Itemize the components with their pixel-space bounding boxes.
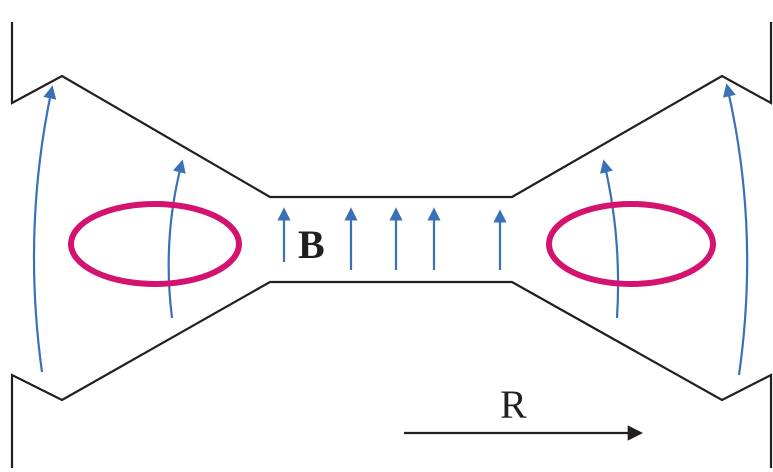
- current-loop-left: [68, 201, 242, 287]
- field-line-left-outer: [32, 85, 57, 373]
- field-lines: [32, 83, 749, 376]
- chamber-top-wall: [10, 22, 773, 199]
- radius-label: R: [500, 382, 527, 427]
- field-line-right-inner: [600, 159, 620, 319]
- chamber-bottom-wall: [10, 280, 773, 468]
- field-line-right-outer: [722, 83, 749, 376]
- field-line-left-inner: [167, 159, 186, 319]
- field-label: B: [298, 222, 325, 267]
- current-loop-right: [546, 201, 716, 287]
